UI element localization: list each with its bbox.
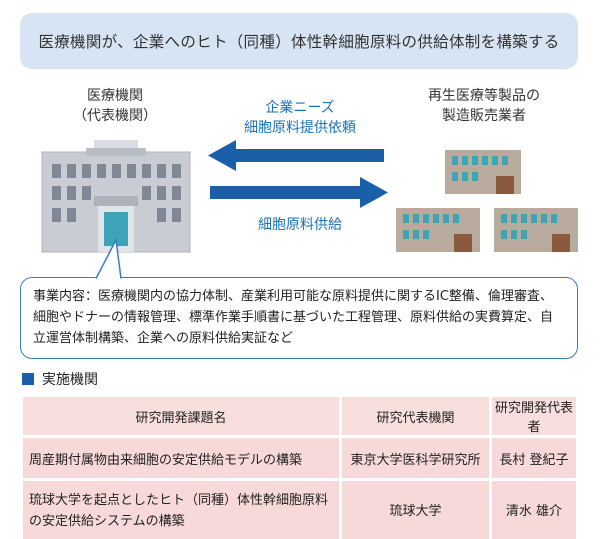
request-arrow [208,140,384,171]
maker-label-line1: 再生医療等製品の [428,88,540,104]
institution-cell: 琉球大学 [342,481,489,539]
institution-table: 研究開発課題名 研究代表機関 研究開発代表者 周産期付属物由来細胞の安定供給モデ… [20,394,579,539]
manufacturer-label: 再生医療等製品の 製造販売業者 [404,86,564,126]
medical-label-line1: 医療機関 [87,88,143,104]
factory-building-icon [445,150,521,194]
factory-building-icon [494,208,578,252]
header-leader: 研究開発代表者 [492,397,576,435]
table-header-row: 研究開発課題名 研究代表機関 研究開発代表者 [23,397,576,435]
medical-institution-label: 医療機関 （代表機関） [50,86,180,126]
maker-label-line2: 製造販売業者 [442,108,526,124]
request-line2: 細胞原料提供依頼 [244,120,356,136]
project-title-cell: 琉球大学を起点としたヒト（同種）体性幹細胞原料の安定供給システムの構築 [23,481,339,539]
medical-label-line2: （代表機関） [73,108,157,124]
supply-line: 細胞原料供給 [258,217,342,233]
header-project-title: 研究開発課題名 [23,397,339,435]
supply-flow-label: 細胞原料供給 [210,215,390,235]
supply-arrow [210,177,388,208]
request-flow-label: 企業ニーズ 細胞原料提供依頼 [210,98,390,138]
callout-pointer [95,237,122,279]
business-content-box: 事業内容：医療機関内の協力体制、産業利用可能な原料提供に関するIC整備、倫理審査… [20,277,578,359]
section-square-icon [22,373,34,385]
section-title: 実施機関 [42,372,98,388]
business-content-text: 事業内容：医療機関内の協力体制、産業利用可能な原料提供に関するIC整備、倫理審査… [33,289,554,346]
banner-title: 医療機関が、企業へのヒト（同種）体性幹細胞原料の供給体制を構築する [38,33,560,51]
leader-cell: 清水 雄介 [492,481,576,539]
section-heading: 実施機関 [22,369,98,389]
title-banner: 医療機関が、企業へのヒト（同種）体性幹細胞原料の供給体制を構築する [20,13,578,69]
institution-cell: 東京大学医科学研究所 [342,438,489,478]
table-row: 周産期付属物由来細胞の安定供給モデルの構築 東京大学医科学研究所 長村 登紀子 [23,438,576,478]
project-title-cell: 周産期付属物由来細胞の安定供給モデルの構築 [23,438,339,478]
diagram-graphics [41,140,578,253]
request-line1: 企業ニーズ [265,100,335,116]
table-row: 琉球大学を起点としたヒト（同種）体性幹細胞原料の安定供給システムの構築 琉球大学… [23,481,576,539]
factory-building-icon [396,208,480,252]
leader-cell: 長村 登紀子 [492,438,576,478]
hospital-building-icon [41,140,191,253]
header-institution: 研究代表機関 [342,397,489,435]
